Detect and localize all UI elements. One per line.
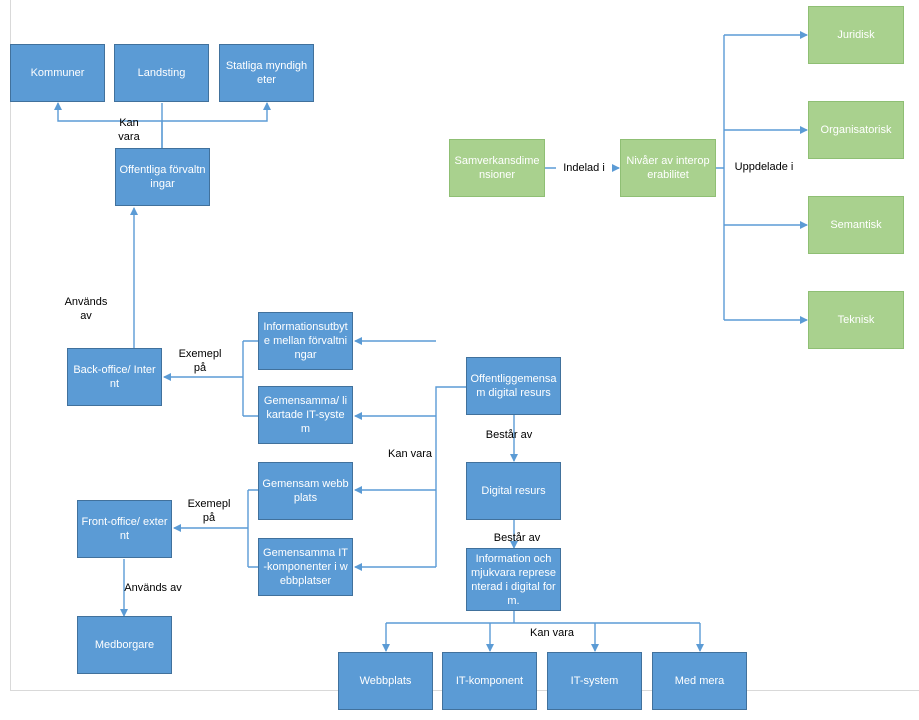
edge-label-kan-vara-top: Kan vara [118, 117, 140, 143]
edge-label-anvands-av-1: Används av [64, 296, 108, 322]
node-kommuner[interactable]: Kommuner [10, 44, 105, 102]
node-statliga-myndigheter[interactable]: Statliga myndigheter [219, 44, 314, 102]
edge-label-bestar-av-1: Består av [485, 429, 533, 441]
edge-label-uppdelade-i: Uppdelade i [728, 160, 800, 174]
edge-label-kan-vara-mid: Kan vara [387, 448, 433, 460]
node-medborgare[interactable]: Medborgare [77, 616, 172, 674]
node-gemensamma-it-system[interactable]: Gemensamma/ likartade IT-system [258, 386, 353, 444]
node-juridisk[interactable]: Juridisk [808, 6, 904, 64]
node-samverkansdimensioner[interactable]: Samverkansdimensioner [449, 139, 545, 197]
node-digital-resurs[interactable]: Digital resurs [466, 462, 561, 520]
node-informationsutbyte[interactable]: Informationsutbyte mellan förvaltningar [258, 312, 353, 370]
edge-label-indelad-i: Indelad i [556, 161, 612, 175]
edge-offentliga-statliga [162, 102, 271, 122]
node-front-office[interactable]: Front-office/ externt [77, 500, 172, 558]
edge-label-kan-vara-bottom: Kan vara [529, 627, 575, 639]
edge-label-bestar-av-2: Består av [493, 532, 541, 544]
edge-resurs-spine [435, 386, 466, 567]
node-organisatorisk[interactable]: Organisatorisk [808, 101, 904, 159]
edge-label-exemepl-pa-1: Exemepl på [178, 348, 222, 374]
edge-nivaer-spine [715, 35, 725, 320]
node-offentliggemensam-resurs[interactable]: Offentliggemensam digital resurs [466, 357, 561, 415]
node-teknisk[interactable]: Teknisk [808, 291, 904, 349]
node-it-komponent[interactable]: IT-komponent [442, 652, 537, 710]
edge-examples-frontoffice [174, 489, 258, 568]
edge-examples-backoffice [164, 340, 258, 417]
edge-information-types [386, 610, 700, 624]
node-gemensam-webbplats[interactable]: Gemensam webbplats [258, 462, 353, 520]
node-information-mjukvara[interactable]: Information och mjukvara representerad i… [466, 548, 561, 611]
node-landsting[interactable]: Landsting [114, 44, 209, 102]
node-nivaer-interoperabilitet[interactable]: Nivåer av interoperabilitet [620, 139, 716, 197]
node-it-system[interactable]: IT-system [547, 652, 642, 710]
node-offentliga-forvaltningar[interactable]: Offentliga förvaltningar [115, 148, 210, 206]
node-back-office[interactable]: Back-office/ Internt [67, 348, 162, 406]
edge-label-anvands-av-2: Används av [124, 582, 182, 594]
edge-label-exemepl-pa-2: Exemepl på [187, 498, 231, 524]
node-webbplats[interactable]: Webbplats [338, 652, 433, 710]
node-gemensamma-it-komponenter[interactable]: Gemensamma IT-komponenter i webbplatser [258, 538, 353, 596]
node-semantisk[interactable]: Semantisk [808, 196, 904, 254]
node-med-mera[interactable]: Med mera [652, 652, 747, 710]
